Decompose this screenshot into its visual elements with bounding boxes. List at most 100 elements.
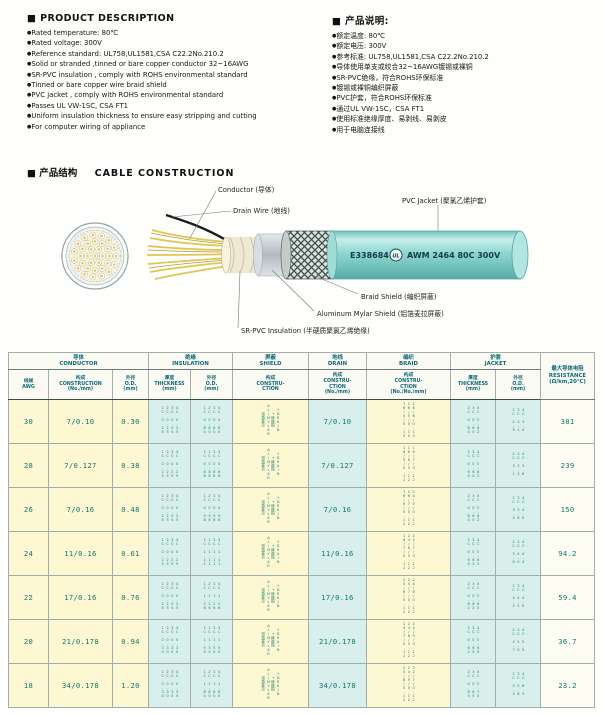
- cell-insulation-od: 1C 0.88 2C 0.88 3C 0.88 4C 0.88: [190, 443, 233, 488]
- description-cn-item: 额定电压: 300V: [332, 41, 598, 51]
- diagram-labels: Conductor (导体) Drain Wire (地线) PVC Jacke…: [218, 185, 487, 335]
- cell-awg: 26: [8, 487, 49, 532]
- cell-jacket-od: 2C 5.4 3C 5.8 4C 6.3: [494, 663, 542, 708]
- description-item: Passes UL VW-1SC, CSA FT1: [27, 101, 327, 111]
- table-row: 20 21/0.178 0.94 1C 0.30 2C 0.30 3C 0.30…: [8, 619, 596, 664]
- cell-insulation-thickness: 1C 0.25 2C 0.25 3C 0.25 4C 0.25: [148, 531, 191, 576]
- label-drain-wire: Drain Wire (地线): [233, 206, 290, 215]
- product-description-section: ■ PRODUCT DESCRIPTION Rated temperature:…: [27, 13, 327, 132]
- cell-insulation-thickness: 1C 0.25 2C 0.25 3C 0.25 4C 0.25: [148, 443, 191, 488]
- cell-jacket-thickness: 2C 0.62 3C 0.62 4C 0.65: [450, 575, 496, 620]
- construction-heading-cn: ■ 产品结构: [27, 168, 78, 179]
- cell-conductor-od: 0.61: [112, 531, 149, 576]
- header-conductor-construction: 构成 CONSTRUCTION (No./mm): [48, 369, 113, 400]
- description-cn-item: 镀锡或裸铜编织屏蔽: [332, 83, 598, 93]
- cell-conductor-od: 0.76: [112, 575, 149, 620]
- ul-logo-text: UL: [392, 254, 399, 260]
- cell-jacket-thickness: 2C 0.60 3C 0.60 4C 0.62: [450, 487, 496, 532]
- description-item: PVC jacket , comply with ROHS environmen…: [27, 90, 327, 100]
- product-description-cn-section: ■ 产品说明: 额定温度: 80℃ 额定电压: 300V 参考标准: UL758…: [332, 13, 598, 135]
- cell-insulation-od: 1C 1.11 2C 1.11 3C 1.11 4C 1.11: [190, 531, 233, 576]
- cable-construction-diagram: E338684 UL AWM 2464 80C 300V Conductor (…: [61, 185, 529, 335]
- cell-conductor-construction: 17/0.16: [48, 575, 113, 620]
- cell-braid-construction: 24/7/0.12 24/8/0.12 24/9/0.12: [366, 619, 451, 664]
- cell-awg: 22: [8, 575, 49, 620]
- description-item: Tinned or bare copper wire braid shield: [27, 80, 327, 90]
- product-description-cn-list: 额定温度: 80℃ 额定电压: 300V 参考标准: UL758,UL1581,…: [332, 31, 598, 135]
- cell-shield-construction: 铝箔麦拉 AL/MYLAR +镀锡铜 +DRAIN: [232, 399, 309, 444]
- cell-conductor-construction: 11/0.16: [48, 531, 113, 576]
- drain-wire-illustration: [165, 213, 227, 242]
- cell-insulation-thickness: 1C 0.30 2C 0.30 3C 0.30 4C 0.30: [148, 663, 191, 708]
- cable-cross-section: [61, 222, 129, 290]
- label-sr-pvc-insulation: SR-PVC Insulation (半硬质聚氯乙烯绝缘): [241, 326, 370, 335]
- description-cn-item: 参考标准: UL758,UL1581,CSA C22.2No.210.2: [332, 52, 598, 62]
- header-drain-construction: 构成 CONSTRU- CTION (No./mm): [308, 369, 367, 400]
- cell-conductor-od: 0.30: [112, 399, 149, 444]
- cell-insulation-od: 1C 1.50 2C 1.50 3C 1.50 4C 1.50: [190, 619, 233, 664]
- ul-logo-icon: [389, 248, 403, 262]
- description-cn-item: PVC护套，符合ROHS环保标准: [332, 93, 598, 103]
- cable-construction-heading: ■ 产品结构 CABLE CONSTRUCTION: [27, 165, 234, 179]
- cell-shield-construction: 铝箔麦拉 AL/MYLAR +镀锡铜 +DRAIN: [232, 443, 309, 488]
- cell-jacket-od: 2C 4.2 3C 4.5 4C 4.9: [494, 575, 542, 620]
- conductor-strands-illustration: [146, 229, 229, 280]
- cell-insulation-od: 1C 1.26 2C 1.26 3C 1.26 4C 1.26: [190, 575, 233, 620]
- cell-insulation-thickness: 1C 0.25 2C 0.25 3C 0.25 4C 0.25: [148, 399, 191, 444]
- specification-table: 导体 CONDUCTOR 绝缘 INSULATION 屏蔽 SHIELD 地线 …: [8, 352, 596, 708]
- cell-awg: 24: [8, 531, 49, 576]
- cell-awg: 30: [8, 399, 49, 444]
- product-description-list: Rated temperature: 80℃ Rated voltage: 30…: [27, 28, 327, 132]
- description-item: Uniform insulation thickness to ensure e…: [27, 111, 327, 121]
- header-awg: 线规 AWG: [8, 369, 49, 400]
- leader-lines: [171, 190, 439, 329]
- braid-shield-illustration: [280, 230, 335, 280]
- group-braid: 编织 BRAID: [366, 352, 451, 370]
- pvc-jacket-illustration: [326, 230, 529, 280]
- cell-conductor-construction: 34/0.178: [48, 663, 113, 708]
- cell-insulation-od: 1C 0.80 2C 0.80 3C 0.80 4C 0.80: [190, 399, 233, 444]
- jacket-print-spec: AWM 2464 80C 300V: [407, 251, 501, 260]
- cell-jacket-thickness: 2C 0.60 3C 0.60 4C 0.62: [450, 443, 496, 488]
- description-cn-item: 用于电脑连接线: [332, 125, 598, 135]
- cell-drain-construction: 34/0.178: [308, 663, 367, 708]
- description-item: Rated temperature: 80℃: [27, 28, 327, 38]
- label-aluminum-mylar-shield: Aluminum Mylar Shield (铝箔麦拉屏蔽): [317, 309, 444, 318]
- cell-conductor-construction: 7/0.16: [48, 487, 113, 532]
- cell-max-resistance: 239: [540, 443, 596, 488]
- description-cn-item: 额定温度: 80℃: [332, 31, 598, 41]
- cell-shield-construction: 铝箔麦拉 AL/MYLAR +镀锡铜 +DRAIN: [232, 531, 309, 576]
- cell-braid-construction: 24/6/0.12 24/7/0.12 24/8/0.12: [366, 575, 451, 620]
- cell-insulation-thickness: 1C 0.25 2C 0.25 3C 0.25 4C 0.25: [148, 575, 191, 620]
- label-braid-shield: Braid Shield (编织屏蔽): [361, 292, 437, 301]
- header-insulation-thickness: 厚度 THICKNESS (mm): [148, 369, 191, 400]
- cell-braid-construction: 16/6/0.12 16/7/0.12 24/5/0.12: [366, 487, 451, 532]
- cell-max-resistance: 23.2: [540, 663, 596, 708]
- cell-insulation-od: 1C 1.80 2C 1.80 3C 1.80 4C 1.80: [190, 663, 233, 708]
- description-cn-item: 导体使用单支或绞合32~16AWG镀锡或裸铜: [332, 62, 598, 72]
- table-row: 26 7/0.16 0.48 1C 0.25 2C 0.25 3C 0.25 4…: [8, 487, 596, 532]
- header-braid-construction: 构成 CONSTRU- CTION (No./No./mm): [366, 369, 451, 400]
- table-row: 18 34/0.178 1.20 1C 0.30 2C 0.30 3C 0.30…: [8, 663, 596, 708]
- table-row: 28 7/0.127 0.38 1C 0.25 2C 0.25 3C 0.25 …: [8, 443, 596, 488]
- description-cn-item: 使用标准绝缘厚度、易剥线、易剥皮: [332, 114, 598, 124]
- cell-awg: 28: [8, 443, 49, 488]
- cell-max-resistance: 381: [540, 399, 596, 444]
- table-row: 22 17/0.16 0.76 1C 0.25 2C 0.25 3C 0.25 …: [8, 575, 596, 620]
- cell-jacket-thickness: 2C 0.65 3C 0.65 4C 0.70: [450, 663, 496, 708]
- jacket-print: E338684 UL AWM 2464 80C 300V: [350, 248, 501, 262]
- cell-jacket-od: 2C 4.7 3C 5.0 4C 5.5: [494, 619, 542, 664]
- cell-drain-construction: 17/0.16: [308, 575, 367, 620]
- table-group-header-row: 导体 CONDUCTOR 绝缘 INSULATION 屏蔽 SHIELD 地线 …: [8, 352, 596, 400]
- cell-drain-construction: 7/0.16: [308, 487, 367, 532]
- description-item: Reference standard: UL758,UL1581,CSA C22…: [27, 49, 327, 59]
- cell-shield-construction: 铝箔麦拉 AL/MYLAR +镀锡铜 +DRAIN: [232, 663, 309, 708]
- description-item: SR-PVC insulation , comply with ROHS env…: [27, 70, 327, 80]
- cell-braid-construction: 16/5/0.12 16/6/0.12 16/7/0.12: [366, 443, 451, 488]
- header-insulation-od: 外径 O.D. (mm): [190, 369, 233, 400]
- product-description-cn-heading: ■ 产品说明:: [332, 16, 389, 27]
- cell-braid-construction: 16/4/0.10 16/5/0.10 16/6/0.10: [366, 399, 451, 444]
- description-item: Rated voltage: 300V: [27, 38, 327, 48]
- table-subheader-row: 线规 AWG 构成 CONSTRUCTION (No./mm) 外径 O.D. …: [8, 369, 595, 400]
